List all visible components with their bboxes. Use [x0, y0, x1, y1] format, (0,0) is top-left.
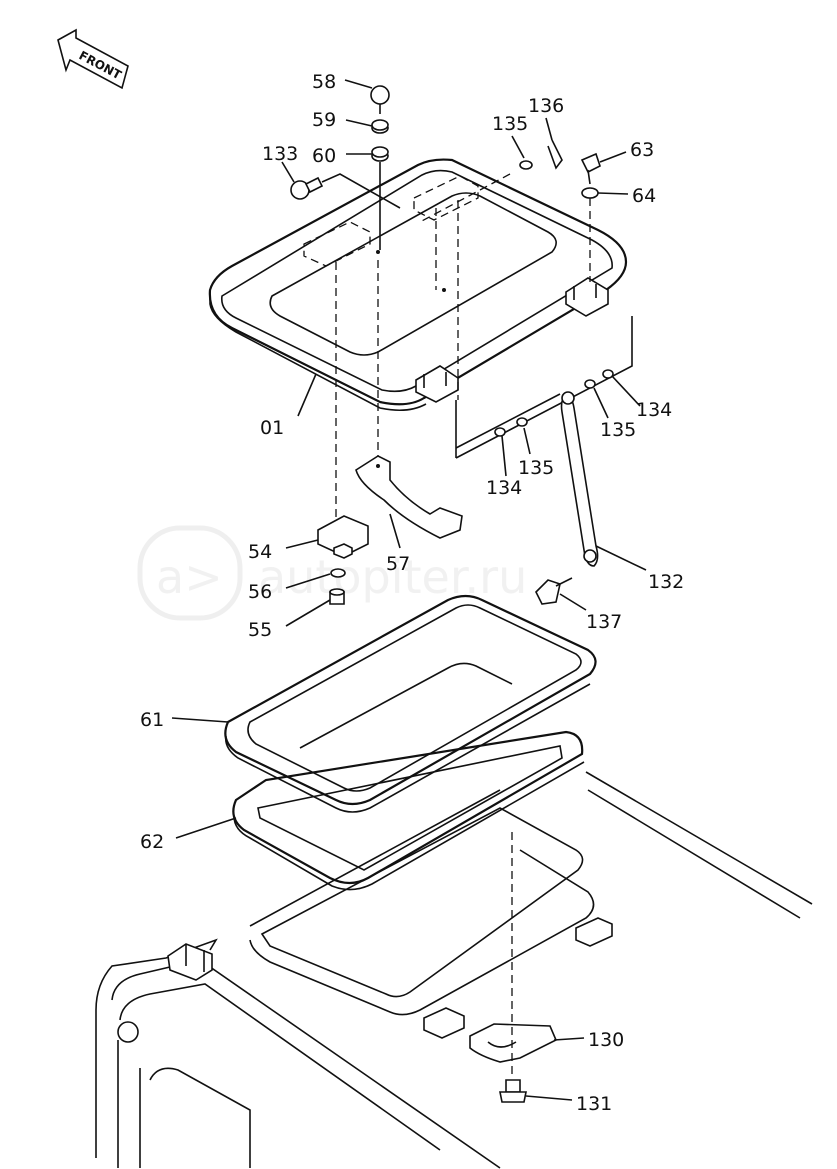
callout-61: 61: [140, 709, 164, 731]
knob-133: [290, 173, 401, 209]
bolt-131: [499, 1079, 527, 1103]
cab-roof: [95, 771, 813, 1169]
callout-135: 135: [518, 457, 554, 479]
svg-text:a>: a>: [156, 550, 223, 604]
callout-132: 132: [648, 571, 684, 593]
callout-57: 57: [386, 553, 410, 575]
callout-56: 56: [248, 581, 272, 603]
callout-135: 135: [600, 419, 636, 441]
callout-131: 131: [576, 1093, 612, 1115]
washer-64: [581, 187, 599, 199]
assembly-dashed-lines: [335, 173, 591, 530]
callout-labels: 58 59 60 133 135 136 63 64 01 134 135 13…: [140, 71, 684, 1115]
front-arrow-icon: FRONT: [57, 28, 129, 90]
screw-55: [329, 588, 345, 605]
bolt-63: [580, 152, 601, 185]
washers-134-135: [494, 369, 614, 437]
callout-134: 134: [636, 399, 672, 421]
callout-54: 54: [248, 541, 272, 563]
callout-135: 135: [492, 113, 528, 135]
callout-63: 63: [630, 139, 654, 161]
callout-64: 64: [632, 185, 656, 207]
callout-136: 136: [528, 95, 564, 117]
watermark-text: autopiter.ru: [258, 550, 527, 604]
callout-133: 133: [262, 143, 298, 165]
bracket-130: [469, 1023, 558, 1063]
callout-130: 130: [588, 1029, 624, 1051]
callout-62: 62: [140, 831, 164, 853]
callout-58: 58: [312, 71, 336, 93]
knob-137: [535, 577, 573, 605]
hinge-right: [565, 277, 609, 317]
watermark: a> autopiter.ru: [137, 525, 527, 621]
callout-60: 60: [312, 145, 336, 167]
callout-55: 55: [248, 619, 272, 641]
nut-60: [371, 146, 389, 162]
stay-bracket-132: [455, 316, 633, 567]
callout-137: 137: [586, 611, 622, 633]
handle-57: [355, 455, 463, 539]
front-label: FRONT: [77, 48, 125, 82]
callout-59: 59: [312, 109, 336, 131]
knob-58: [370, 85, 390, 114]
washer-56: [330, 568, 346, 578]
callout-01: 01: [260, 417, 284, 439]
callout-134: 134: [486, 477, 522, 499]
washer-135-top: [519, 160, 533, 170]
clip-136: [547, 139, 563, 170]
lid-dashed-brackets: [303, 175, 479, 267]
seal-62: [232, 730, 585, 891]
latch-plate-54: [317, 515, 369, 559]
seal-61: [224, 594, 597, 813]
leader-lines: [171, 79, 647, 1101]
roof-hatch-01: [208, 158, 628, 412]
hinge-left: [415, 365, 459, 403]
washer-59: [371, 119, 389, 134]
